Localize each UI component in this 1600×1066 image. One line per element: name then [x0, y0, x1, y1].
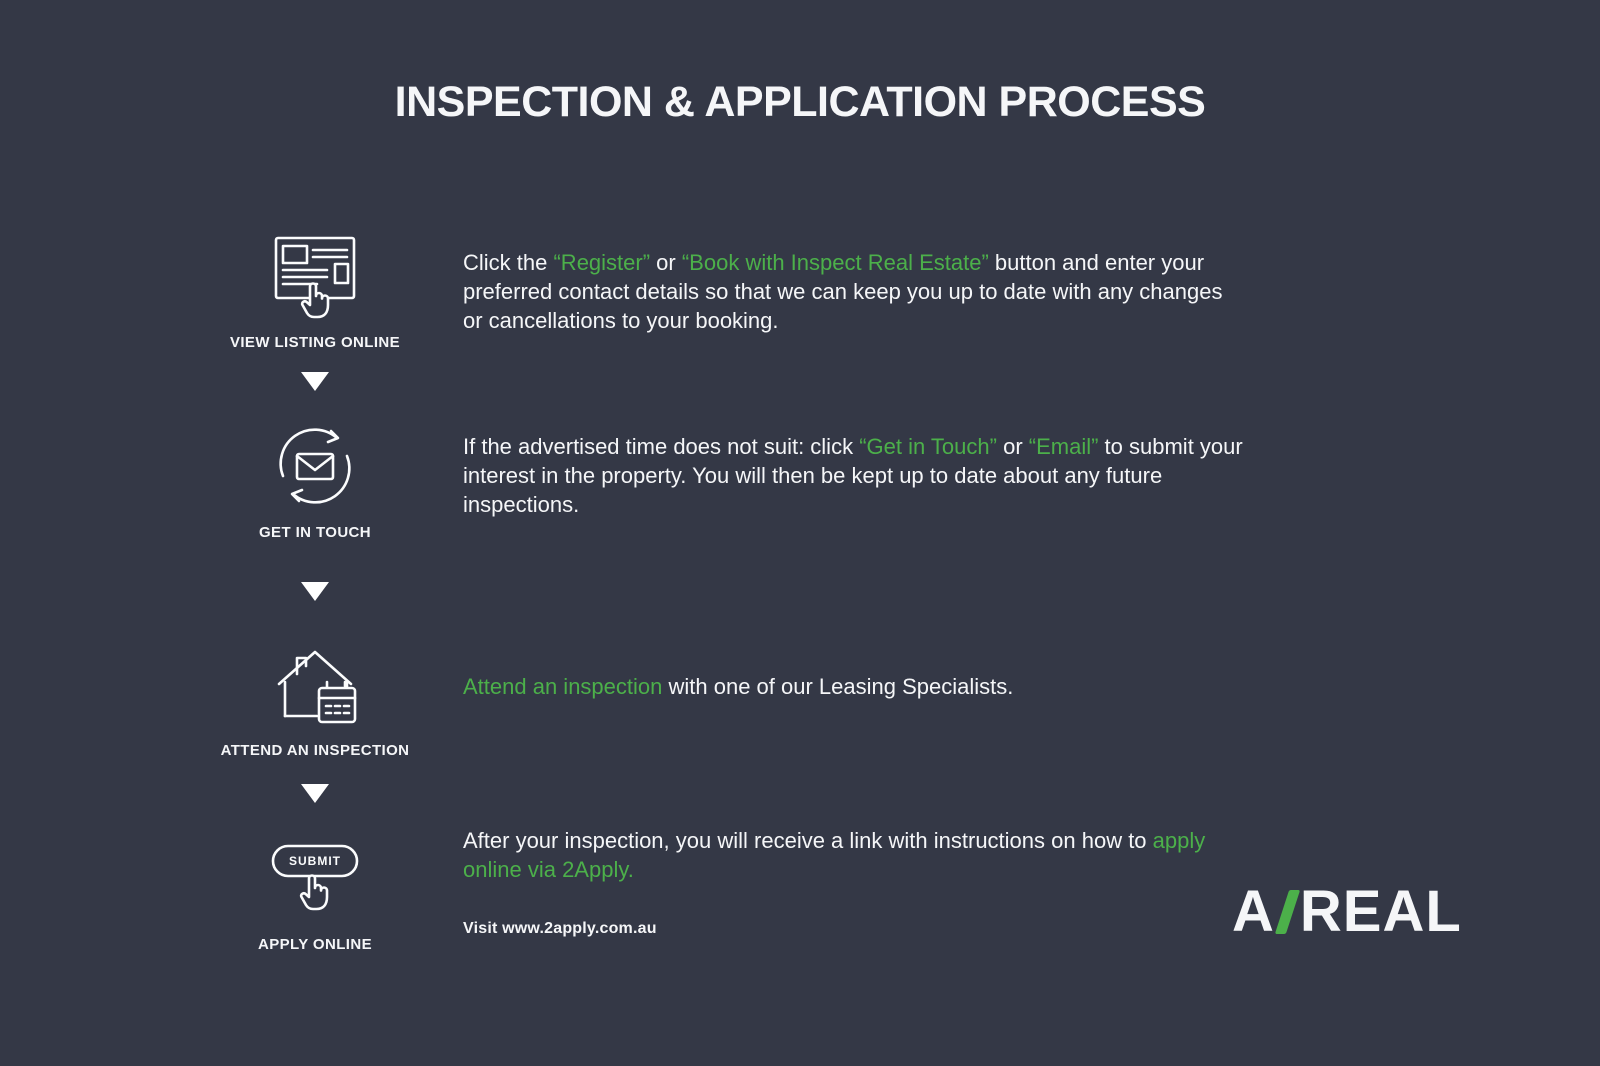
house-calendar-icon: [277, 650, 357, 724]
submit-click-icon: SUBMIT: [271, 844, 359, 911]
visit-note: Visit www.2apply.com.au: [463, 920, 657, 937]
calendar-icon: [317, 680, 357, 724]
down-arrow-icon: [301, 784, 329, 803]
step-label: APPLY ONLINE: [258, 936, 372, 953]
hand-cursor-icon: [299, 874, 329, 911]
text-segment-accent: apply online via 2Apply.: [463, 828, 1206, 882]
text-segment: button and enter your preferred contact …: [463, 250, 1223, 333]
step-get-in-touch: GET IN TOUCH: [175, 420, 455, 541]
text-segment-accent: “Email”: [1028, 434, 1099, 459]
text-segment: or: [650, 250, 682, 275]
text-segment: After your inspection, you will receive …: [463, 828, 1153, 853]
text-segment: or: [996, 434, 1029, 459]
hand-cursor-icon: [300, 282, 330, 319]
page-title: INSPECTION & APPLICATION PROCESS: [394, 78, 1206, 126]
logo-letter-a: A: [1232, 879, 1275, 944]
step-description-2: If the advertised time does not suit: cl…: [463, 432, 1243, 519]
step-description-3: Attend an inspection with one of our Lea…: [463, 672, 1243, 701]
text-segment-accent: “Register”: [553, 250, 651, 275]
text-segment: If the advertised time does not suit: cl…: [463, 434, 860, 459]
text-segment-accent: “Book with Inspect Real Estate”: [681, 250, 989, 275]
step-label: ATTEND AN INSPECTION: [220, 742, 410, 759]
logo-word-real: REAL: [1299, 879, 1462, 944]
areal-logo: A REAL: [1232, 878, 1462, 945]
listing-click-icon: [274, 236, 356, 319]
text-segment: with one of our Leasing Specialists.: [662, 674, 1014, 699]
step-view-listing-online: VIEW LISTING ONLINE: [175, 230, 455, 351]
step-description-1: Click the “Register” or “Book with Inspe…: [463, 248, 1243, 335]
step-apply-online: SUBMIT APPLY ONLINE: [175, 840, 455, 953]
logo-slash-icon: [1274, 889, 1301, 934]
text-segment-accent: Attend an inspection: [463, 674, 663, 699]
step-description-4-block: After your inspection, you will receive …: [463, 826, 1243, 943]
down-arrow-icon: [301, 372, 329, 391]
step-label: VIEW LISTING ONLINE: [229, 334, 401, 351]
text-segment: Click the: [463, 250, 554, 275]
submit-button-label: SUBMIT: [289, 854, 341, 868]
text-segment-accent: “Get in Touch”: [859, 434, 997, 459]
step-label: GET IN TOUCH: [258, 524, 372, 541]
text-segment: to submit your interest in the property.…: [463, 434, 1243, 517]
step-attend-inspection: ATTEND AN INSPECTION: [175, 638, 455, 759]
down-arrow-icon: [301, 582, 329, 601]
email-sync-icon: [279, 428, 351, 504]
step-description-4: After your inspection, you will receive …: [463, 826, 1243, 884]
